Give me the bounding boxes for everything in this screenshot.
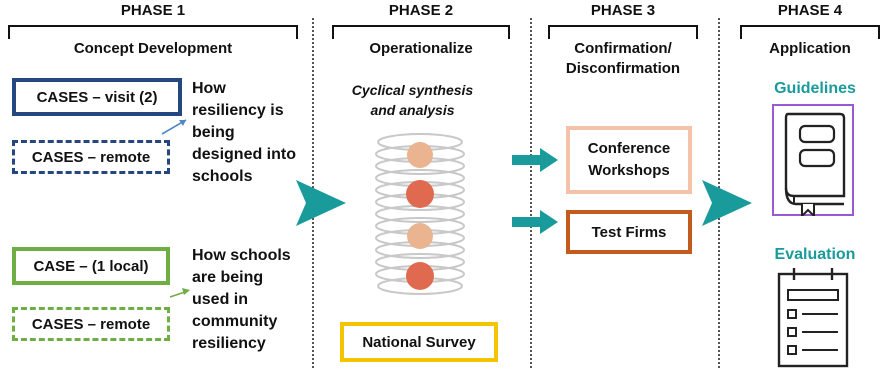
phase-3-subtitle: Confirmation/ Disconfirmation — [565, 40, 681, 77]
spiral-icon — [375, 133, 465, 295]
arrow-to-question-b — [169, 288, 190, 298]
evaluation-checklist-icon — [777, 268, 849, 368]
cases-remote-box-bottom: CASES – remote — [12, 307, 170, 341]
phase-4-bracket — [740, 25, 880, 39]
cases-visit-box: CASES – visit (2) — [12, 78, 182, 116]
phase-1-title: PHASE 1 — [120, 2, 186, 19]
phase-3-bracket — [548, 25, 698, 39]
separator-2-3 — [530, 18, 532, 368]
guidelines-book-icon — [772, 104, 854, 216]
question-design: How resiliency is being designed into sc… — [192, 80, 296, 185]
phase-3-title: PHASE 3 — [590, 2, 656, 19]
chevron-arrow-1 — [296, 180, 346, 226]
arrow-to-question-a — [161, 119, 187, 135]
question-community: How schools are being used in community … — [192, 247, 291, 352]
phase-4-subtitle: Application — [769, 40, 851, 57]
phase-3-header: PHASE 3 Confirmation/ Disconfirmation — [548, 2, 698, 79]
phase-2-bracket — [332, 25, 510, 39]
cases-remote-box-top: CASES – remote — [12, 140, 170, 174]
arrow-to-firms — [512, 210, 558, 234]
arrow-to-workshops — [512, 148, 558, 172]
evaluation-label: Evaluation — [774, 246, 856, 263]
national-survey-box: National Survey — [340, 322, 498, 362]
chevron-arrow-2 — [702, 180, 752, 226]
phase-2-title: PHASE 2 — [388, 2, 454, 19]
test-firms-box: Test Firms — [566, 210, 692, 254]
phase-4-header: PHASE 4 Application — [740, 2, 880, 59]
phase-4-title: PHASE 4 — [777, 2, 843, 19]
conference-workshops-box: Conference Workshops — [566, 126, 692, 194]
cyclical-caption: Cyclical synthesis and analysis — [351, 82, 474, 118]
phase-1-subtitle: Concept Development — [73, 40, 233, 57]
phase-2-header: PHASE 2 Operationalize — [332, 2, 510, 59]
phase-2-subtitle: Operationalize — [369, 40, 473, 57]
case-local-box: CASE – (1 local) — [12, 247, 170, 285]
phase-1-bracket — [8, 25, 298, 39]
guidelines-label: Guidelines — [774, 80, 856, 97]
phase-1-header: PHASE 1 Concept Development — [8, 2, 298, 59]
